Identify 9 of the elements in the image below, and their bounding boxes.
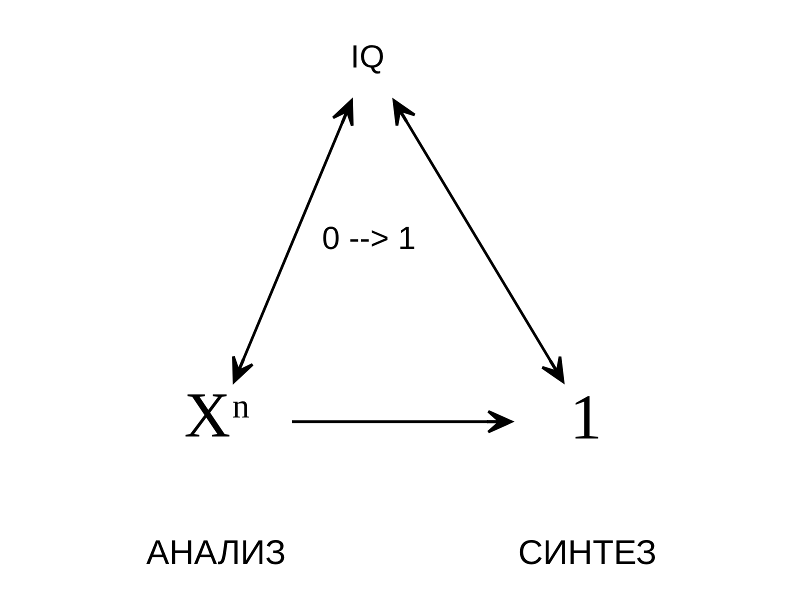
arrow: [292, 410, 512, 434]
node-text: 1: [569, 382, 602, 453]
label: 0 --> 1: [322, 220, 416, 256]
arrow: [392, 99, 564, 384]
node-text: X$^{n}$: [184, 379, 250, 450]
node-label: СИНТЕЗ: [518, 534, 656, 572]
arrow: [232, 99, 354, 384]
node-text: IQ: [350, 38, 384, 74]
node-label: АНАЛИЗ: [146, 534, 286, 572]
